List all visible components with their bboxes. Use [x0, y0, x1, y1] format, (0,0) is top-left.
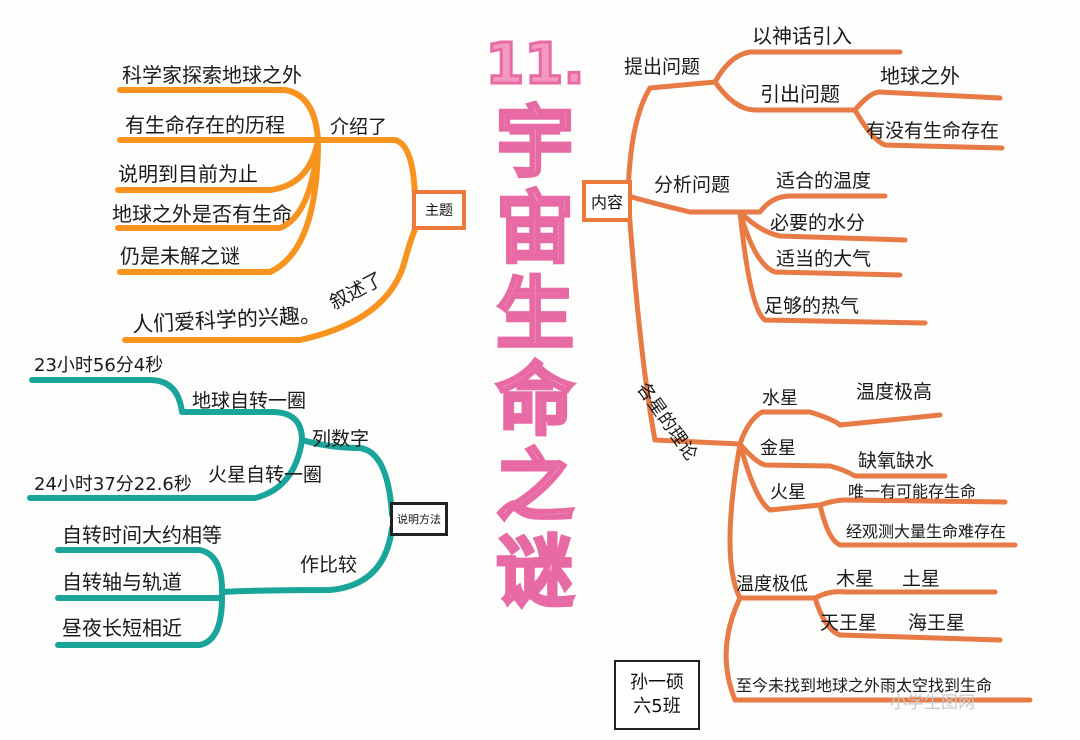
theme-root-box: 主题: [412, 190, 466, 230]
lead-question-label: 引出问题: [760, 82, 840, 106]
poster-title: 11. 宇 宙 生 命 之 谜: [484, 30, 586, 710]
content-root-label: 内容: [590, 193, 623, 212]
beyond-earth-label: 地球之外: [880, 64, 960, 88]
title-char-2: 宙: [494, 184, 575, 274]
mercury-note: 温度极高: [856, 381, 933, 403]
title-char-3: 生: [494, 270, 575, 360]
author-box: 孙一硕 六5班: [614, 660, 700, 730]
teal-branches: [27, 377, 395, 648]
intro-item-1: 科学家探索地球之外: [122, 63, 302, 87]
intro-item-4: 地球之外是否有生命: [112, 202, 292, 226]
orange-branches: [115, 87, 421, 343]
branch-label-numbers: 列数字: [312, 428, 370, 450]
neptune-label: 海王星: [908, 612, 966, 634]
mars-note-2: 经观测大量生命难存在: [846, 522, 1007, 541]
branch-label-compare: 作比较: [300, 554, 358, 576]
venus-label: 金星: [760, 438, 796, 459]
analyze-question-label: 分析问题: [654, 174, 731, 196]
uranus-label: 天王星: [820, 612, 878, 634]
intro-item-2: 有生命存在的历程: [125, 113, 285, 137]
watermark: 小学生图网: [890, 693, 975, 713]
mercury-label: 水星: [762, 388, 798, 409]
mars-rotation-label: 火星自转一圈: [208, 464, 323, 486]
author-class: 六5班: [633, 696, 681, 717]
analysis-item-2: 必要的水分: [770, 212, 866, 234]
earth-rotation-label: 地球自转一圈: [192, 390, 307, 412]
life-exists-label: 有没有生命存在: [866, 120, 1000, 142]
branch-label-introduce: 介绍了: [330, 116, 388, 138]
intro-item-3: 说明到目前为止: [118, 162, 258, 186]
analysis-item-1: 适合的温度: [776, 170, 872, 192]
analysis-item-3: 适当的大气: [776, 248, 872, 270]
compare-item-2: 自转轴与轨道: [62, 570, 182, 594]
intro-item-5: 仍是未解之谜: [120, 244, 240, 268]
jupiter-label: 木星: [836, 568, 875, 590]
author-name: 孙一硕: [630, 672, 684, 693]
title-char-4: 命: [494, 356, 575, 446]
title-char-5: 之: [494, 442, 575, 532]
content-root-box: 内容: [582, 180, 632, 222]
analysis-item-4: 足够的热气: [764, 295, 860, 317]
raise-question-label: 提出问题: [624, 56, 701, 78]
compare-item-3: 昼夜长短相近: [62, 616, 182, 640]
title-char-6: 谜: [494, 528, 575, 618]
title-char-1: 宇: [494, 98, 575, 188]
title-number: 11.: [484, 31, 586, 99]
mars-label: 火星: [770, 482, 806, 503]
cold-planets-label: 温度极低: [736, 574, 808, 595]
method-root-box: 说明方法: [390, 502, 448, 536]
mars-note-1: 唯一有可能存生命: [848, 482, 977, 501]
conclusion-label: 至今未找到地球之外雨太空找到生命: [736, 676, 993, 695]
earth-rotation-value: 23小时56分4秒: [34, 355, 164, 376]
saturn-label: 土星: [902, 568, 941, 590]
mars-rotation-value: 24小时37分22.6秒: [34, 474, 192, 495]
myth-intro-label: 以神话引入: [752, 24, 852, 48]
compare-item-1: 自转时间大约相等: [62, 523, 222, 547]
terracotta-branches: [625, 49, 1033, 703]
theme-root-label: 主题: [425, 203, 453, 219]
venus-note: 缺氧缺水: [858, 450, 935, 472]
method-root-label: 说明方法: [397, 513, 441, 526]
